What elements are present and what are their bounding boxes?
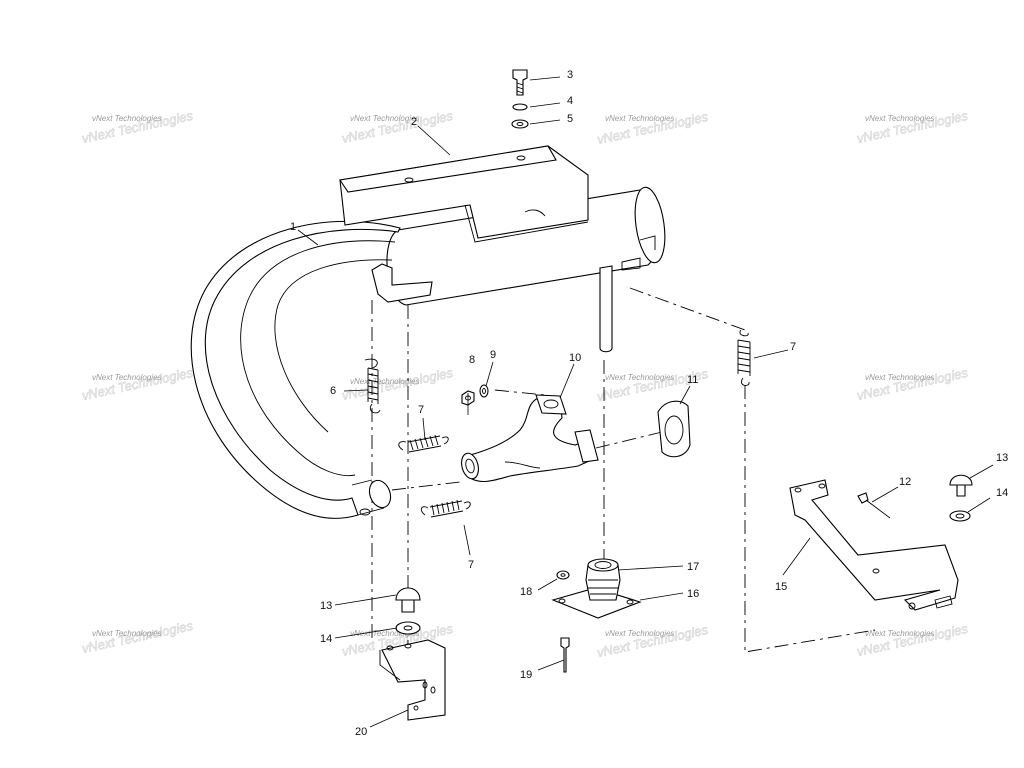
callout-8: 8: [469, 354, 475, 366]
bolt: [512, 69, 528, 96]
watermark: vNext Technologies vNext Technologies: [595, 621, 710, 660]
callout-4: 4: [567, 95, 573, 107]
bracket-15: [789, 479, 959, 611]
callout-1: 1: [290, 221, 296, 233]
spring-6: [364, 358, 381, 414]
callout-6: 6: [330, 385, 336, 397]
callout-9: 9: [490, 349, 496, 361]
gasket: [657, 400, 691, 458]
muffler-assembly: [190, 186, 666, 519]
screw-19: [560, 637, 570, 673]
svg-text:vNext Technologies: vNext Technologies: [350, 114, 420, 123]
svg-text:vNext Technologies: vNext Technologies: [350, 629, 420, 638]
callout-19: 19: [520, 669, 532, 681]
flat-washer: [511, 119, 529, 129]
callout-7: 7: [418, 404, 424, 416]
muffler-bracket: [371, 263, 433, 303]
callout-3: 3: [567, 69, 573, 81]
bracket-20: [379, 639, 446, 721]
rubber-bumper-13: [949, 474, 973, 486]
watermark: vNext Technologies vNext Technologies: [855, 364, 970, 403]
callouts: 1 2 3 4 5 6 7 7 7 8 9 10 11 12 13 13 14 …: [290, 69, 1008, 738]
callout-7: 7: [790, 341, 796, 353]
lock-washer: [512, 103, 528, 111]
svg-text:vNext Technologies: vNext Technologies: [605, 373, 675, 382]
callout-2: 2: [411, 116, 417, 128]
heat-shield: [339, 145, 589, 243]
springs: [364, 329, 751, 518]
svg-text:vNext Technologies: vNext Technologies: [605, 114, 675, 123]
exhaust-manifold: [461, 394, 599, 483]
spring-7-upper: [398, 434, 449, 453]
assembly-lines: [371, 287, 876, 655]
svg-text:vNext Technologies: vNext Technologies: [605, 629, 675, 638]
svg-text:vNext Technologies: vNext Technologies: [855, 621, 969, 659]
rubber-bumper-13-left: [395, 587, 421, 601]
svg-text:vNext Technologies: vNext Technologies: [855, 365, 969, 403]
callout-7: 7: [468, 559, 474, 571]
right-rubber-mount: [949, 474, 973, 522]
watermark: vNext Technologies vNext Technologies: [340, 107, 455, 146]
callout-12: 12: [899, 476, 911, 488]
left-rubber-mount: [395, 587, 421, 635]
muffler-end-cap: [634, 186, 666, 264]
grommet-plate: [551, 558, 642, 619]
spring-7-right: [737, 329, 751, 386]
mounting-plate: [551, 587, 642, 619]
fastener-stack: [511, 69, 529, 129]
callout-11: 11: [687, 374, 698, 386]
callout-14: 14: [996, 487, 1008, 499]
pin-12: [857, 492, 891, 519]
callout-14: 14: [320, 633, 332, 645]
washer-14-left: [395, 621, 421, 635]
watermark: vNext Technologies vNext Technologies: [855, 107, 970, 146]
svg-text:vNext Technologies: vNext Technologies: [92, 629, 162, 638]
watermark: vNext Technologies vNext Technologies: [855, 620, 970, 659]
washer-9: [479, 384, 489, 398]
callout-13: 13: [320, 600, 332, 612]
leader-lines: [297, 76, 994, 728]
svg-text:vNext Technologies: vNext Technologies: [865, 114, 935, 123]
svg-text:vNext Technologies: vNext Technologies: [92, 373, 162, 382]
watermark: vNext Technologies vNext Technologies: [340, 364, 455, 403]
callout-18: 18: [520, 586, 532, 598]
svg-text:vNext Technologies: vNext Technologies: [865, 373, 935, 382]
callout-15: 15: [775, 581, 787, 593]
callout-13: 13: [996, 452, 1008, 464]
svg-text:vNext Technologies: vNext Technologies: [92, 114, 162, 123]
svg-text:vNext Technologies: vNext Technologies: [865, 629, 935, 638]
callout-16: 16: [687, 588, 699, 600]
watermark: vNext Technologies vNext Technologies: [595, 108, 710, 147]
spring-7-lower: [420, 499, 471, 518]
tail-pipe: [599, 265, 613, 353]
washer-18: [556, 570, 570, 580]
screw-and-washer: [556, 570, 570, 673]
callout-5: 5: [567, 113, 573, 125]
pipe-outlet: [368, 479, 392, 509]
watermark: vNext Technologies vNext Technologies: [80, 107, 195, 146]
callout-10: 10: [569, 352, 581, 364]
svg-text:vNext Technologies: vNext Technologies: [350, 377, 420, 386]
expansion-pipe: [190, 220, 401, 519]
callout-17: 17: [687, 561, 699, 573]
washer-14: [949, 510, 971, 522]
watermark: vNext Technologies vNext Technologies: [80, 617, 195, 656]
svg-text:vNext Technologies: vNext Technologies: [80, 365, 194, 403]
callout-20: 20: [355, 726, 367, 738]
nut-washer: [461, 384, 489, 406]
svg-text:vNext Technologies: vNext Technologies: [596, 622, 710, 660]
watermark: vNext Technologies vNext Technologies: [80, 364, 195, 403]
